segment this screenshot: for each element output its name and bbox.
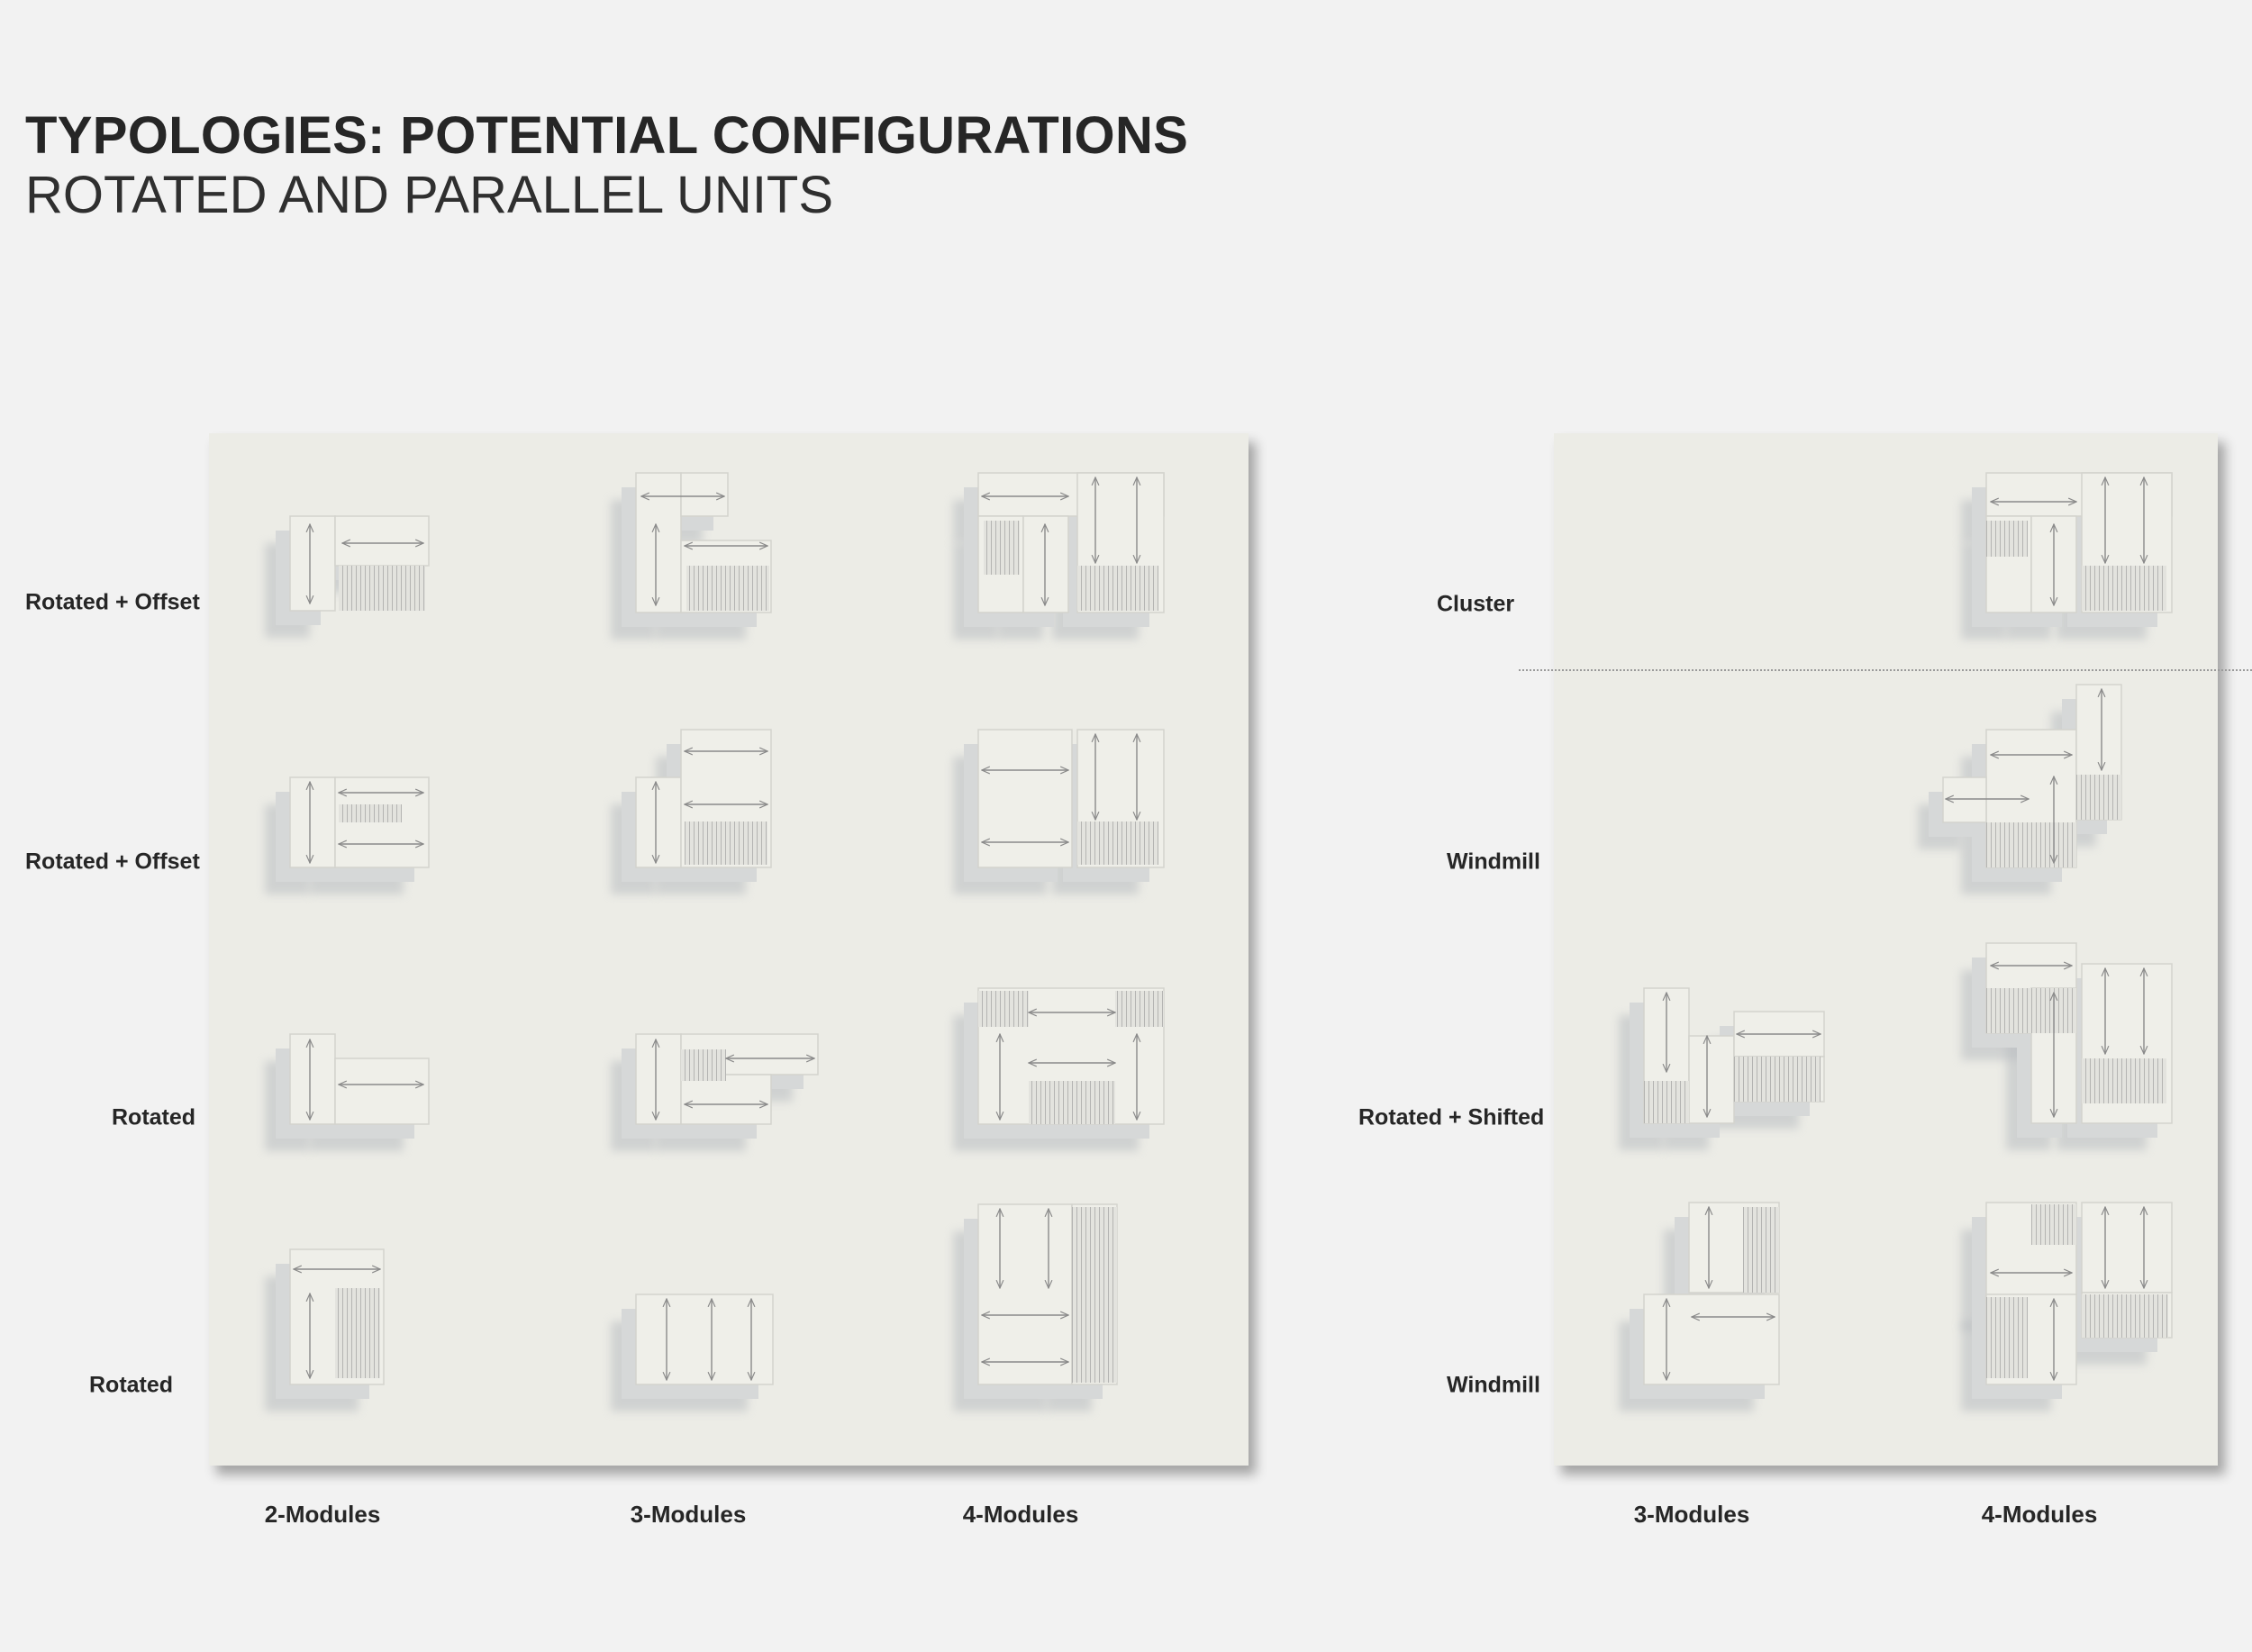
row-label-windmill-2: Windmill [1447,1372,1540,1398]
cluster-divider-line [1519,669,2252,671]
col-label-4-modules-right: 4-Modules [1981,1501,2098,1528]
right-diagram-panel [1554,433,2218,1466]
page-title: TYPOLOGIES: POTENTIAL CONFIGURATIONS [25,106,1189,165]
row-label-rotated-offset-2: Rotated + Offset [25,849,200,875]
row-label-windmill-1: Windmill [1447,849,1540,875]
row-label-rotated-2: Rotated [89,1372,174,1398]
left-diagram-panel [209,433,1249,1466]
col-label-3-modules-right: 3-Modules [1633,1501,1750,1528]
col-label-3-modules-left: 3-Modules [630,1501,747,1528]
row-label-rotated-1: Rotated [112,1104,196,1130]
row-label-cluster: Cluster [1437,591,1515,617]
col-label-2-modules: 2-Modules [264,1501,381,1528]
row-label-rotated-shifted: Rotated + Shifted [1358,1104,1545,1130]
page-subtitle: ROTATED AND PARALLEL UNITS [25,166,834,224]
row-label-rotated-offset-1: Rotated + Offset [25,589,200,615]
col-label-4-modules-left: 4-Modules [962,1501,1079,1528]
